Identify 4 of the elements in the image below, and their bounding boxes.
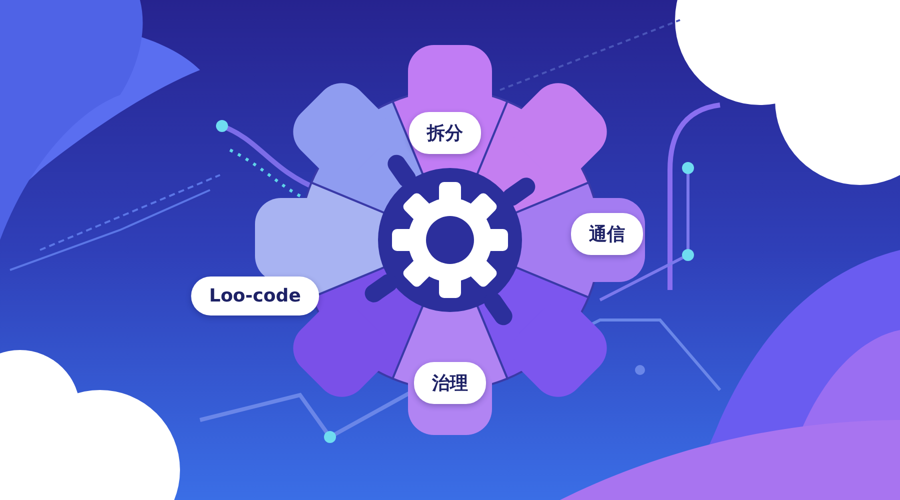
- label-pill: 通信: [571, 213, 643, 255]
- label-pill: 拆分: [409, 112, 481, 154]
- label-pill: Loo-code: [191, 276, 319, 316]
- label-pill: 治理: [414, 362, 486, 404]
